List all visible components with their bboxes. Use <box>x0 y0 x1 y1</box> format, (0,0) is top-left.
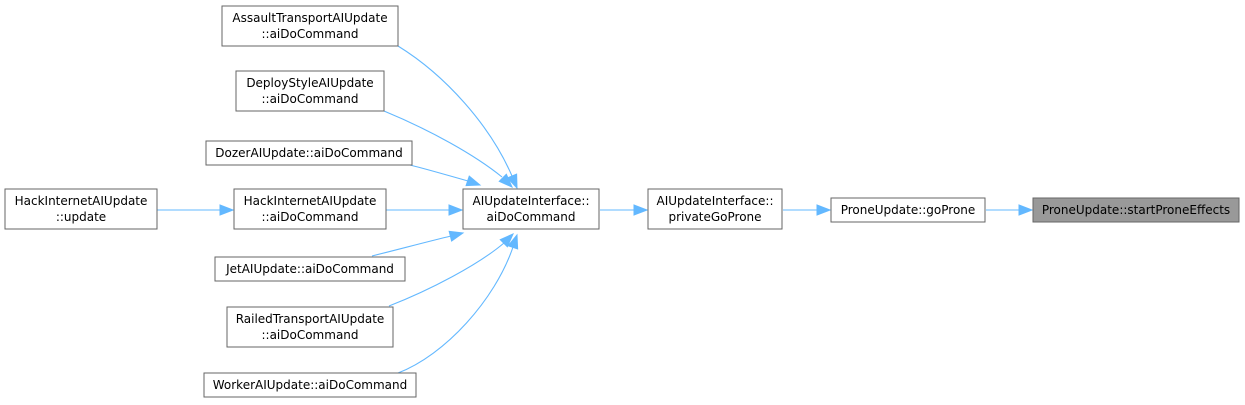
arrowhead-icon <box>633 204 649 216</box>
node-iface-cmd[interactable]: AIUpdateInterface::aiDoCommand <box>462 188 600 230</box>
node-label: ::aiDoCommand <box>261 27 358 41</box>
node-box <box>203 372 417 398</box>
node-railed[interactable]: RailedTransportAIUpdate::aiDoCommand <box>226 306 394 348</box>
arrowhead-icon <box>219 204 235 216</box>
edge-iface-prone-to-goprone <box>783 204 832 216</box>
arrowhead-icon <box>448 230 465 242</box>
node-box <box>205 140 413 166</box>
edge-line <box>397 45 513 177</box>
node-goprone[interactable]: ProneUpdate::goProne <box>830 197 986 223</box>
arrowhead-icon <box>1018 204 1034 216</box>
node-label: ProneUpdate::goProne <box>841 203 976 217</box>
arrowhead-icon <box>499 233 514 248</box>
node-label: DeployStyleAIUpdate <box>246 76 373 90</box>
node-label: DozerAIUpdate::aiDoCommand <box>215 146 402 160</box>
edge-hack-cmd-to-iface-cmd <box>386 204 464 216</box>
arrowhead-icon <box>507 233 519 250</box>
node-hack-cmd[interactable]: HackInternetAIUpdate::aiDoCommand <box>233 188 387 230</box>
edge-line <box>397 246 514 374</box>
node-label: aiDoCommand <box>487 210 576 224</box>
node-hack-update[interactable]: HackInternetAIUpdate::update <box>4 188 158 230</box>
edge-dozer-to-iface-cmd <box>409 164 482 187</box>
arrowhead-icon <box>448 204 464 216</box>
arrowhead-icon <box>816 204 832 216</box>
node-label: ::update <box>56 210 106 224</box>
node-label: privateGoProne <box>668 210 761 224</box>
node-label: AssaultTransportAIUpdate <box>232 11 387 25</box>
edge-railed-to-iface-cmd <box>388 233 514 307</box>
node-label: ProneUpdate::startProneEffects <box>1042 203 1230 217</box>
edge-line <box>383 110 503 178</box>
edge-deploy-to-iface-cmd <box>383 110 513 188</box>
node-label: HackInternetAIUpdate <box>15 194 148 208</box>
node-label: AIUpdateInterface:: <box>472 194 589 208</box>
node-start: ProneUpdate::startProneEffects <box>1032 197 1240 223</box>
node-box <box>235 70 385 112</box>
node-deploy[interactable]: DeployStyleAIUpdate::aiDoCommand <box>235 70 385 112</box>
node-worker[interactable]: WorkerAIUpdate::aiDoCommand <box>203 372 417 398</box>
node-box <box>221 5 399 47</box>
edges-layer <box>157 45 1034 374</box>
edge-line <box>388 242 505 307</box>
node-box <box>830 197 986 223</box>
edge-line <box>371 235 452 257</box>
edge-assault-to-iface-cmd <box>397 45 518 190</box>
node-box <box>647 188 783 230</box>
edge-hack-update-to-hack-cmd <box>157 204 235 216</box>
node-box <box>226 306 394 348</box>
node-jet[interactable]: JetAIUpdate::aiDoCommand <box>214 256 406 282</box>
node-label: HackInternetAIUpdate <box>244 194 377 208</box>
node-box <box>233 188 387 230</box>
node-iface-prone[interactable]: AIUpdateInterface::privateGoProne <box>647 188 783 230</box>
node-box <box>462 188 600 230</box>
node-label: WorkerAIUpdate::aiDoCommand <box>213 378 408 392</box>
node-dozer[interactable]: DozerAIUpdate::aiDoCommand <box>205 140 413 166</box>
node-label: AIUpdateInterface:: <box>656 194 773 208</box>
node-label: ::aiDoCommand <box>261 92 358 106</box>
edge-line <box>409 164 469 182</box>
node-box <box>214 256 406 282</box>
arrowhead-icon <box>498 173 513 188</box>
edge-iface-cmd-to-iface-prone <box>600 204 649 216</box>
node-box <box>4 188 158 230</box>
node-label: ::aiDoCommand <box>261 328 358 342</box>
edge-goprone-to-start <box>986 204 1034 216</box>
node-label: ::aiDoCommand <box>261 210 358 224</box>
nodes-layer: AssaultTransportAIUpdate::aiDoCommandDep… <box>4 5 1240 398</box>
arrowhead-icon <box>465 175 482 187</box>
node-assault[interactable]: AssaultTransportAIUpdate::aiDoCommand <box>221 5 399 47</box>
node-box <box>1032 197 1240 223</box>
edge-worker-to-iface-cmd <box>397 233 519 374</box>
arrowhead-icon <box>506 173 518 190</box>
edge-jet-to-iface-cmd <box>371 230 465 257</box>
node-label: JetAIUpdate::aiDoCommand <box>225 262 394 276</box>
node-label: RailedTransportAIUpdate <box>236 312 385 326</box>
